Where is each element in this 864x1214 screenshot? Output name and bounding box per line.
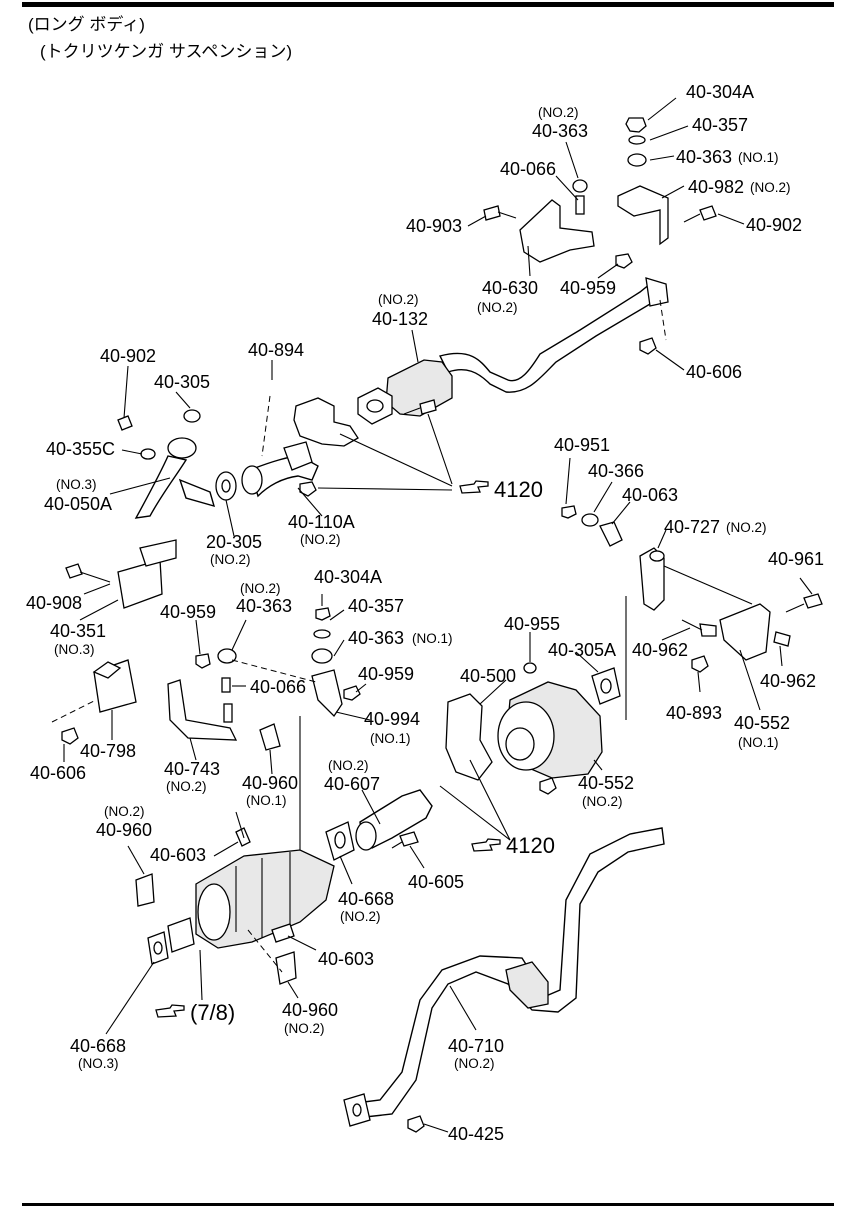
part-label: 40-798 <box>80 741 136 761</box>
part-sub-label: (NO.3) <box>78 1056 119 1071</box>
header-line-1: (ロング ボディ) <box>28 14 145 34</box>
part-sub-label: (NO.3) <box>54 642 95 657</box>
part-label: 40-630 <box>482 278 538 298</box>
part-sub-label: (NO.1) <box>738 150 779 165</box>
part-sub-label: (NO.2) <box>104 804 145 819</box>
part-sub-label: (NO.1) <box>412 631 453 646</box>
part-label: 40-903 <box>406 216 462 236</box>
part-label: 40-603 <box>318 949 374 969</box>
part-label: 40-727 <box>664 517 720 537</box>
part-label: 40-982 <box>688 177 744 197</box>
ref-label: 4120 <box>506 833 555 858</box>
part-label: 40-363 <box>236 596 292 616</box>
part-label: 40-606 <box>30 763 86 783</box>
part-label: 40-363 <box>532 121 588 141</box>
part-label: 40-668 <box>70 1036 126 1056</box>
part-sub-label: (NO.2) <box>538 105 579 120</box>
part-label: 40-606 <box>686 362 742 382</box>
part-label: 40-959 <box>358 664 414 684</box>
ref-label: (7/8) <box>190 1000 235 1025</box>
parts-drawing <box>61 117 823 1133</box>
part-sub-label: (NO.2) <box>300 532 341 547</box>
part-sub-label: (NO.2) <box>477 300 518 315</box>
part-label: 40-351 <box>50 621 106 641</box>
part-label: 40-363 <box>676 147 732 167</box>
part-sub-label: (NO.2) <box>340 909 381 924</box>
part-label: 40-960 <box>242 773 298 793</box>
part-label: 40-959 <box>560 278 616 298</box>
part-sub-label: (NO.3) <box>56 477 97 492</box>
part-label: 40-902 <box>746 215 802 235</box>
part-label: 40-607 <box>324 774 380 794</box>
part-sub-label: (NO.1) <box>246 793 287 808</box>
pointing-hand-icon[interactable] <box>155 1004 185 1018</box>
part-label: 40-710 <box>448 1036 504 1056</box>
part-sub-label: (NO.2) <box>726 520 767 535</box>
part-label: 40-959 <box>160 602 216 622</box>
part-label: 40-994 <box>364 709 420 729</box>
part-label: 20-305 <box>206 532 262 552</box>
header-line-2: (トクリツケンガ サスペンション) <box>40 42 292 61</box>
part-label: 40-357 <box>692 115 748 135</box>
part-label: 40-893 <box>666 703 722 723</box>
part-label: 40-132 <box>372 309 428 329</box>
part-sub-label: (NO.2) <box>240 581 281 596</box>
part-label: 40-050A <box>44 494 112 514</box>
part-label: 40-552 <box>734 713 790 733</box>
part-label: 40-552 <box>578 773 634 793</box>
part-label: 40-063 <box>622 485 678 505</box>
part-label: 40-605 <box>408 872 464 892</box>
part-label: 40-962 <box>760 671 816 691</box>
part-label: 40-902 <box>100 346 156 366</box>
pointing-hand-icon[interactable] <box>459 480 489 494</box>
part-label: 40-355C <box>46 439 115 459</box>
part-label: 40-955 <box>504 614 560 634</box>
part-label: 40-304A <box>314 567 382 587</box>
part-label: 40-305A <box>548 640 616 660</box>
part-sub-label: (NO.2) <box>284 1021 325 1036</box>
part-label: 40-066 <box>250 677 306 697</box>
part-label: 40-357 <box>348 596 404 616</box>
part-sub-label: (NO.2) <box>582 794 623 809</box>
part-label: 40-066 <box>500 159 556 179</box>
part-label: 40-960 <box>96 820 152 840</box>
part-sub-label: (NO.1) <box>738 735 779 750</box>
part-label: 40-366 <box>588 461 644 481</box>
part-label: 40-743 <box>164 759 220 779</box>
part-sub-label: (NO.1) <box>370 731 411 746</box>
part-sub-label: (NO.2) <box>328 758 369 773</box>
part-label: 40-961 <box>768 549 824 569</box>
part-label: 40-908 <box>26 593 82 613</box>
part-label: 40-304A <box>686 82 754 102</box>
part-labels: 40-304A 40-357 40-363 (NO.1) 40-982 (NO.… <box>26 82 824 1144</box>
part-label: 40-962 <box>632 640 688 660</box>
part-sub-label: (NO.2) <box>750 180 791 195</box>
bottom-rule <box>22 1203 834 1206</box>
ref-label: 4120 <box>494 477 543 502</box>
pointing-hand-icon[interactable] <box>471 838 501 852</box>
part-label: 40-500 <box>460 666 516 686</box>
part-sub-label: (NO.2) <box>454 1056 495 1071</box>
part-label: 40-363 <box>348 628 404 648</box>
part-label: 40-110A <box>288 512 355 532</box>
part-label: 40-425 <box>448 1124 504 1144</box>
part-label: 40-951 <box>554 435 610 455</box>
part-label: 40-894 <box>248 340 304 360</box>
top-rule <box>22 2 834 7</box>
part-label: 40-603 <box>150 845 206 865</box>
part-label: 40-668 <box>338 889 394 909</box>
leader-lines <box>51 97 813 1133</box>
part-sub-label: (NO.2) <box>378 292 419 307</box>
part-label: 40-305 <box>154 372 210 392</box>
part-sub-label: (NO.2) <box>166 779 207 794</box>
part-label: 40-960 <box>282 1000 338 1020</box>
part-sub-label: (NO.2) <box>210 552 251 567</box>
